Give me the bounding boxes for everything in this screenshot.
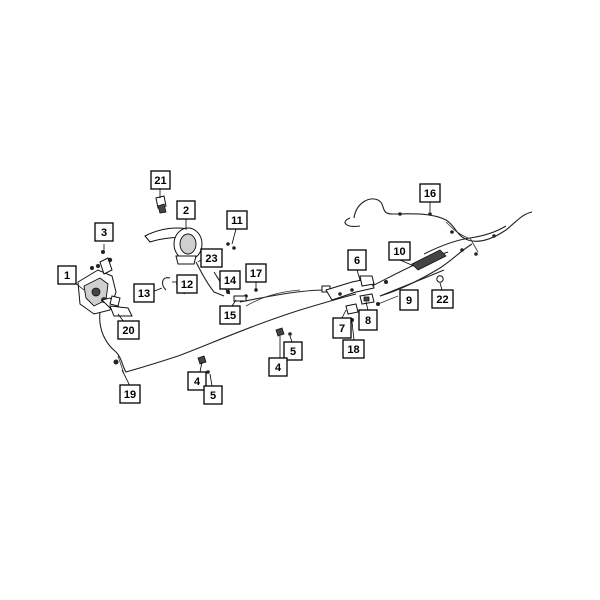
cable-15 — [233, 285, 331, 307]
svg-text:20: 20 — [122, 325, 134, 337]
svg-text:11: 11 — [231, 215, 243, 227]
callout-4-lower: 4 — [187, 371, 207, 391]
svg-text:19: 19 — [124, 389, 136, 401]
hardware-bolts — [90, 250, 113, 270]
svg-text:8: 8 — [365, 315, 371, 327]
callout-16: 16 — [419, 183, 441, 203]
callout-10: 10 — [388, 241, 411, 261]
callout-17: 17 — [245, 263, 267, 283]
rear-cables-16 — [344, 198, 533, 256]
callout-2: 2 — [176, 200, 196, 220]
callout-20: 20 — [117, 320, 140, 340]
svg-text:10: 10 — [393, 246, 405, 258]
callout-8: 8 — [358, 309, 378, 331]
svg-text:22: 22 — [436, 294, 448, 306]
svg-text:4: 4 — [275, 362, 282, 374]
svg-text:4: 4 — [194, 376, 201, 388]
svg-text:14: 14 — [224, 275, 237, 287]
svg-text:15: 15 — [224, 310, 236, 322]
handle-boot — [144, 227, 203, 265]
svg-text:7: 7 — [339, 323, 345, 335]
fasteners-lower — [197, 355, 210, 374]
callout-23: 23 — [200, 248, 223, 268]
svg-text:5: 5 — [210, 390, 216, 402]
svg-text:9: 9 — [406, 295, 412, 307]
fasteners-center — [275, 327, 292, 337]
callout-4-center: 4 — [268, 357, 288, 377]
bracket-6 — [325, 275, 375, 301]
bracket-20 — [109, 305, 133, 317]
washer-22 — [436, 275, 444, 283]
svg-text:6: 6 — [354, 255, 360, 267]
callout-21: 21 — [150, 170, 171, 190]
svg-text:16: 16 — [424, 188, 436, 200]
callout-11: 11 — [226, 210, 248, 230]
callout-1: 1 — [57, 265, 77, 285]
svg-text:5: 5 — [290, 346, 296, 358]
callout-19: 19 — [119, 384, 141, 404]
callout-12: 12 — [176, 274, 198, 294]
fastener-11 — [226, 242, 236, 250]
leader-lines — [73, 189, 443, 387]
callout-3: 3 — [94, 222, 114, 242]
svg-text:3: 3 — [101, 227, 107, 239]
svg-text:13: 13 — [138, 288, 150, 300]
svg-text:2: 2 — [183, 205, 189, 217]
bracket-8 — [345, 293, 375, 322]
rear-cable-19 — [99, 293, 357, 375]
callout-5-center: 5 — [283, 341, 303, 361]
svg-text:1: 1 — [64, 270, 70, 282]
callout-18: 18 — [342, 339, 365, 359]
svg-text:18: 18 — [347, 344, 359, 356]
callout-14: 14 — [219, 270, 241, 290]
callout-6: 6 — [347, 249, 367, 271]
svg-text:21: 21 — [154, 175, 166, 187]
callout-7: 7 — [332, 317, 352, 339]
callout-22: 22 — [431, 289, 454, 309]
callout-13: 13 — [133, 283, 155, 303]
callout-9: 9 — [399, 289, 419, 311]
svg-text:12: 12 — [181, 279, 193, 291]
svg-text:17: 17 — [250, 268, 262, 280]
svg-text:23: 23 — [205, 253, 217, 265]
callout-15: 15 — [219, 305, 241, 325]
clip-21 — [155, 195, 167, 214]
callout-5-lower: 5 — [203, 385, 223, 405]
